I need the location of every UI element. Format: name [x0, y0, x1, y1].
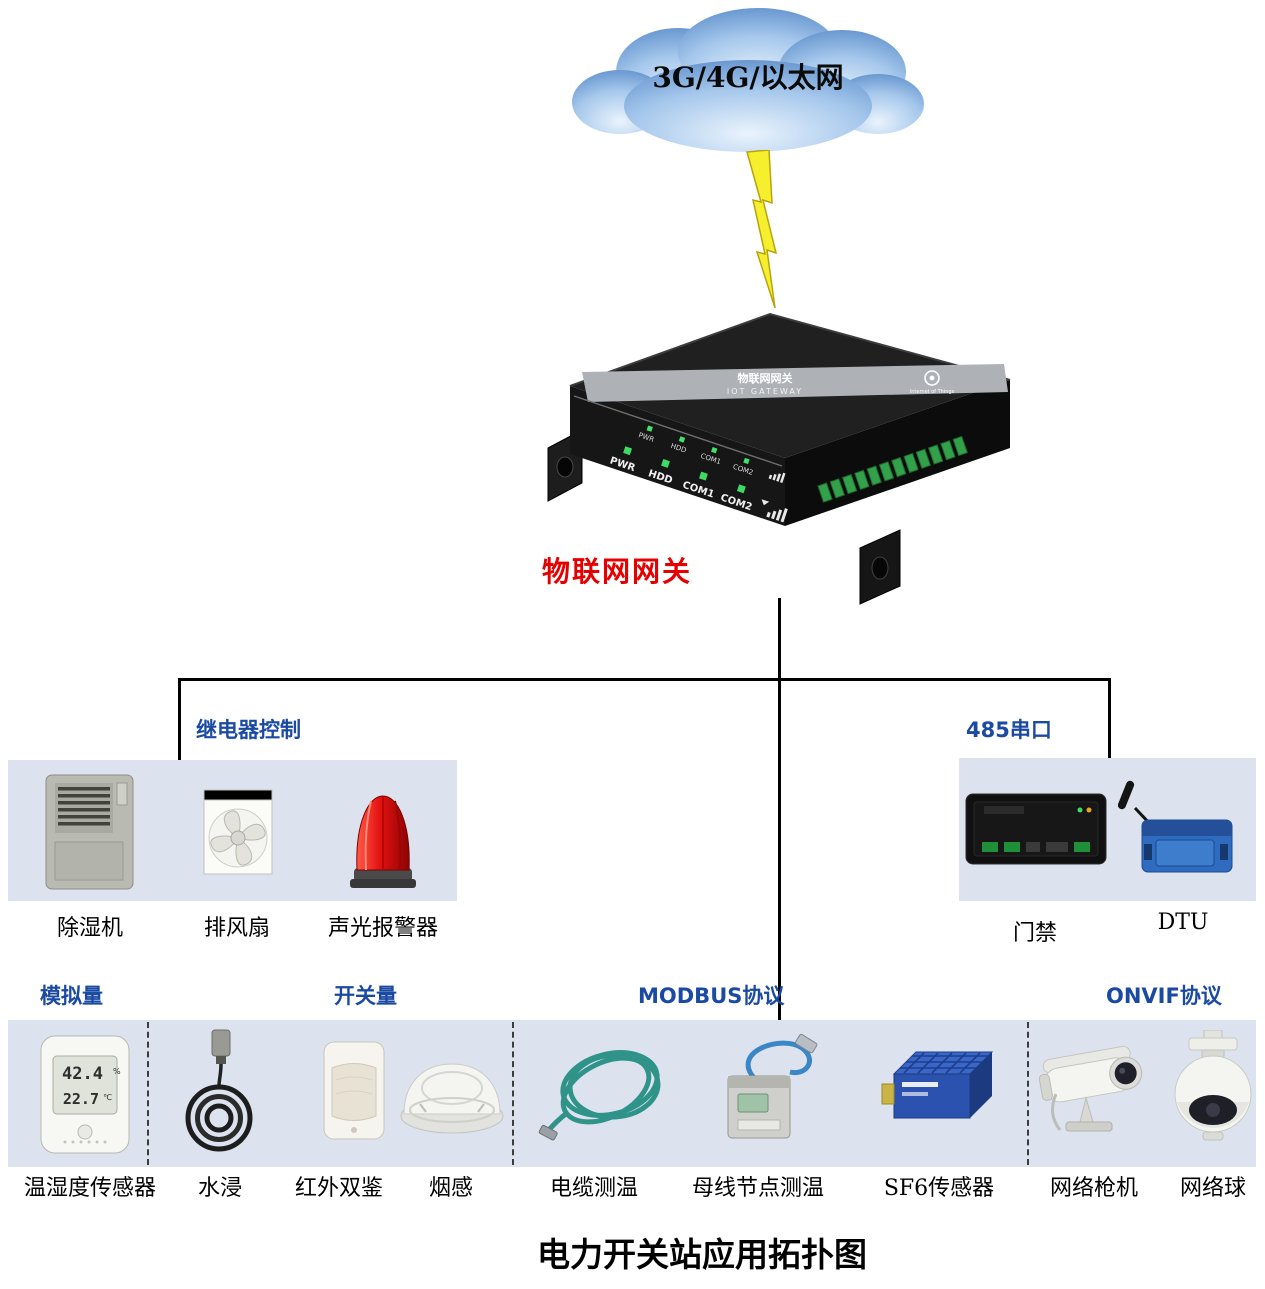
- iot-gateway-device-image: 物联网网关 IOT GATEWAY Internet of Things PWR…: [547, 312, 1011, 605]
- lcd-humidity-unit: %: [113, 1067, 121, 1076]
- branch-horizontal-line: [178, 678, 1111, 681]
- sensor-label-water: 水浸: [197, 1176, 242, 1201]
- page-title: 电力开关站应用拓扑图: [537, 1235, 867, 1274]
- dtu-antenna-icon: [1118, 780, 1154, 828]
- cloud-icon: [572, 8, 924, 152]
- lightning-bolt-icon: [746, 150, 778, 309]
- device-label-fan: 排风扇: [203, 916, 270, 941]
- panel-divider-2: [512, 1022, 514, 1165]
- sf6-sensor-image: [881, 1051, 994, 1119]
- device-label-alarm: 声光报警器: [327, 916, 438, 941]
- exhaust-fan-image: [203, 789, 273, 875]
- gateway-strip-cn: 物联网网关: [738, 371, 793, 385]
- signal-bars-icon-small: [768, 472, 786, 483]
- bullet-camera-image: [1038, 1045, 1143, 1132]
- cloud-network-label: 3G/4G/以太网: [652, 61, 844, 94]
- sensor-label-sf6: SF6传感器: [883, 1176, 995, 1201]
- temp-humidity-sensor-image: 42.4 % 22.7 ℃: [40, 1035, 130, 1154]
- sensors-branch-line: [778, 678, 781, 1022]
- relay-branch-line: [178, 678, 181, 762]
- section-label-analog: 模拟量: [40, 984, 103, 1008]
- signal-bars-icon: [761, 499, 788, 523]
- serial485-branch-line: [1108, 678, 1111, 760]
- lcd-temperature-unit: ℃: [103, 1093, 112, 1102]
- cloud-network: 3G/4G/以太网: [558, 4, 938, 162]
- dome-camera-image: [1174, 1030, 1252, 1141]
- section-label-onvif: ONVIF协议: [1106, 984, 1222, 1008]
- lcd-humidity-value: 42.4: [62, 1064, 103, 1084]
- busbar-temp-sensor-image: [727, 1033, 818, 1139]
- relay-group-label: 继电器控制: [196, 718, 301, 742]
- serial485-group-label: 485串口: [966, 718, 1052, 742]
- sensor-label-dome-camera: 网络球: [1179, 1176, 1246, 1201]
- gateway-strip-en: IOT GATEWAY: [727, 387, 803, 396]
- smoke-detector-image: [400, 1063, 504, 1134]
- device-label-dehumidifier: 除湿机: [56, 916, 123, 941]
- device-label-dtu: DTU: [1157, 910, 1209, 935]
- access-controller-image: [965, 793, 1107, 865]
- gateway-drop-line: [778, 598, 781, 681]
- device-label-access: 门禁: [1012, 921, 1057, 946]
- sensor-label-smoke: 烟感: [428, 1176, 473, 1201]
- lcd-temperature-value: 22.7: [63, 1090, 99, 1108]
- gateway-caption: 物联网网关: [542, 555, 693, 588]
- panel-divider-1: [147, 1022, 149, 1165]
- gateway-logo-icon: [924, 370, 940, 386]
- sensor-label-temp-humidity: 温湿度传感器: [23, 1176, 156, 1201]
- alarm-beacon-image: [350, 795, 416, 888]
- cable-temp-sensor-image: [538, 1050, 661, 1141]
- gateway-brand: Internet of Things: [910, 389, 955, 395]
- sensor-label-busbar-temp: 母线节点测温: [691, 1176, 824, 1201]
- sensor-label-cable-temp: 电缆测温: [549, 1176, 638, 1201]
- dtu-image: [1118, 780, 1233, 873]
- panel-divider-3: [1027, 1022, 1029, 1165]
- gateway-terminal-block: [817, 435, 968, 503]
- section-label-digital: 开关量: [334, 984, 397, 1008]
- dehumidifier-image: [45, 774, 134, 890]
- sensor-label-pir: 红外双鉴: [294, 1176, 383, 1201]
- sensor-label-bullet-camera: 网络枪机: [1049, 1176, 1138, 1201]
- water-leak-sensor-image: [185, 1029, 253, 1152]
- section-label-modbus: MODBUS协议: [638, 984, 785, 1008]
- pir-detector-image: [323, 1041, 385, 1140]
